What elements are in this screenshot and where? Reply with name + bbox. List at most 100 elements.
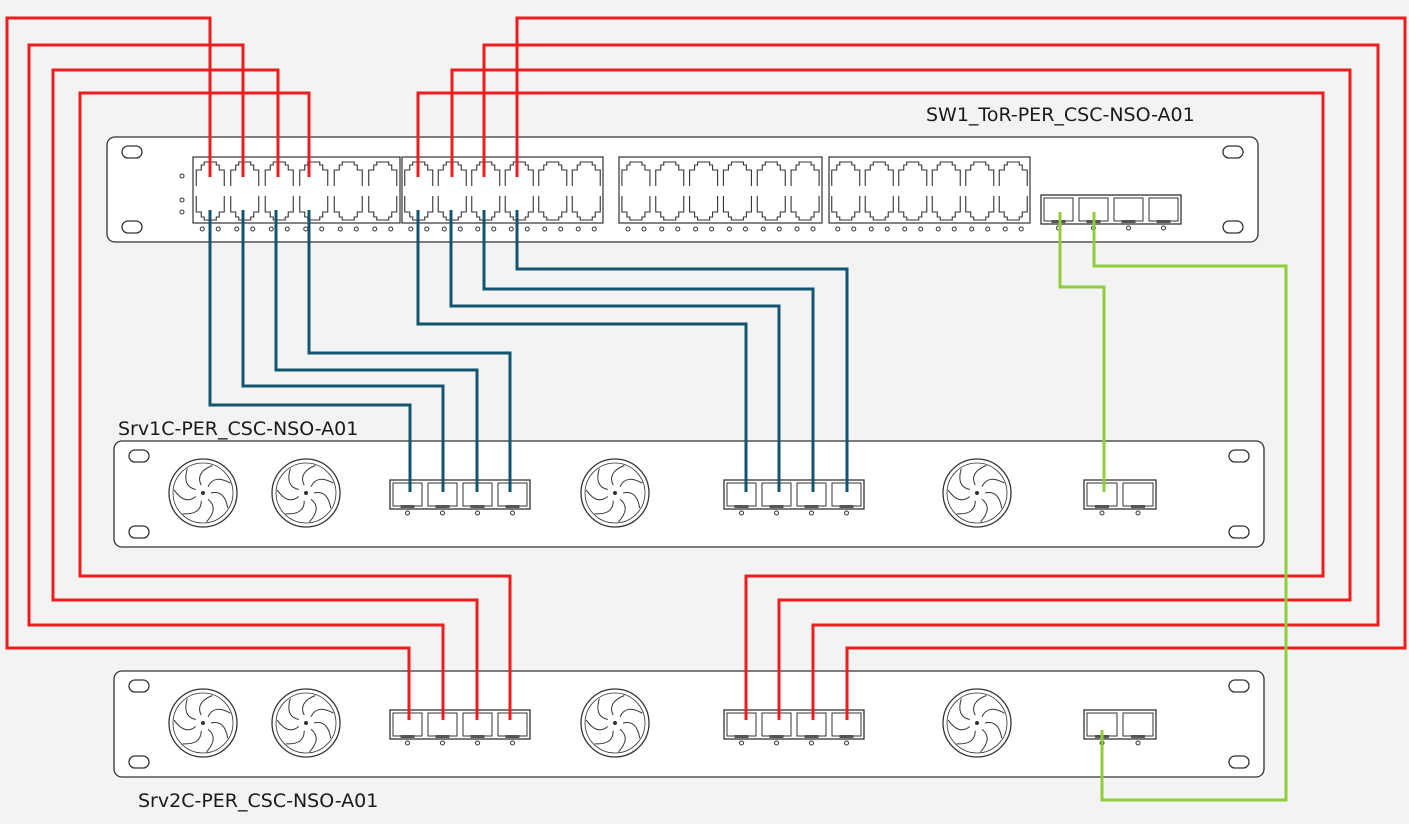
fan-hub	[975, 491, 979, 495]
sfp-led	[774, 510, 779, 516]
server1-label: Srv1C-PER_CSC-NSO-A01	[118, 418, 359, 440]
sfp-led	[405, 740, 410, 746]
sfp-latch	[505, 505, 520, 508]
switch-port-group	[192, 156, 401, 232]
sfp-led	[844, 740, 849, 746]
switch-port-group	[618, 156, 823, 232]
sfp-latch	[400, 735, 415, 738]
sfp-led	[739, 740, 744, 746]
fan-inner-ring	[172, 462, 234, 524]
port-led	[542, 226, 548, 232]
fan-blade	[597, 698, 608, 721]
sfp-latch	[804, 505, 819, 508]
rj45-port	[998, 161, 1028, 186]
fan-blade	[622, 722, 641, 739]
sfp-latch	[435, 735, 450, 738]
fan-blade	[980, 728, 988, 753]
sfp-led	[440, 740, 445, 746]
blue-cable	[416, 210, 748, 492]
fan-blade	[981, 708, 1005, 717]
rj45-port	[621, 196, 651, 221]
status-led	[179, 173, 185, 179]
rack-ear-hole	[128, 679, 150, 693]
port-led	[558, 226, 564, 232]
fan-blade	[594, 500, 614, 515]
sfp-latch	[769, 505, 784, 508]
rj45-port	[965, 161, 995, 186]
sfp-latch	[839, 505, 854, 508]
rj45-port	[621, 161, 651, 186]
sfp-latch	[804, 735, 819, 738]
fan-icon	[942, 688, 1012, 758]
fan-blade	[622, 492, 641, 509]
sfp-led	[1126, 225, 1131, 231]
sfp-led	[475, 510, 480, 516]
port-led	[851, 226, 857, 232]
rack-ear-hole	[121, 145, 143, 159]
port-led	[372, 226, 378, 232]
rj45-port	[368, 161, 398, 186]
fan-blade	[959, 698, 970, 721]
rj45-port	[689, 161, 719, 186]
fan-inner-ring	[172, 692, 234, 754]
fan-blade	[199, 695, 213, 716]
fan-blade	[618, 728, 626, 753]
rj45-port	[230, 161, 260, 186]
port-group-frame	[828, 156, 1031, 224]
sfp-latch	[1095, 505, 1109, 508]
port-led	[835, 226, 841, 232]
port-led	[215, 226, 221, 232]
rack-ear-hole	[121, 220, 143, 234]
port-led	[1002, 226, 1008, 232]
rack-ear-hole	[128, 525, 150, 539]
fan-blade	[619, 478, 643, 487]
fan-blade	[947, 719, 971, 731]
fan-blade	[288, 698, 299, 721]
server2-label: Srv2C-PER_CSC-NSO-A01	[138, 790, 379, 812]
rj45-port	[333, 196, 363, 221]
port-led	[353, 226, 359, 232]
fan-blade	[973, 695, 987, 716]
fan-blade	[956, 730, 976, 745]
sfp-led	[475, 740, 480, 746]
port-group-frame	[401, 156, 604, 224]
fan-blade	[980, 498, 988, 523]
port-led	[575, 226, 581, 232]
devices-layer	[106, 136, 1265, 778]
port-led	[985, 226, 991, 232]
port-led	[742, 226, 748, 232]
sfp-latch	[769, 735, 784, 738]
fan-hub	[201, 491, 205, 495]
port-led	[641, 226, 647, 232]
fan-icon	[271, 688, 341, 758]
switch-port-group	[828, 156, 1031, 232]
fan-blade	[984, 722, 1003, 739]
port-led	[776, 226, 782, 232]
fan-blade	[173, 719, 197, 731]
port-led	[457, 226, 463, 232]
blue-cable	[449, 210, 781, 492]
rj45-port	[230, 196, 260, 221]
rj45-port	[571, 196, 601, 221]
server-port-block-a-frame	[389, 709, 531, 740]
blue-cable	[307, 210, 512, 492]
sfp-led	[1135, 510, 1141, 516]
rack-ear-hole	[1222, 145, 1244, 159]
cables-layer	[5, 16, 1407, 802]
sfp-latch	[734, 735, 749, 738]
fan-blade	[276, 489, 300, 501]
fan-blade	[310, 708, 334, 717]
sfp-latch	[1131, 735, 1145, 738]
fan-inner-ring	[946, 692, 1008, 754]
fan-blade	[619, 708, 643, 717]
port-led	[625, 226, 631, 232]
sfp-led	[510, 510, 515, 516]
fan-icon	[580, 688, 650, 758]
fan-blade	[302, 465, 316, 486]
port-group-frame	[192, 156, 401, 224]
fan-inner-ring	[584, 692, 646, 754]
rj45-port	[722, 196, 752, 221]
status-led	[179, 209, 185, 215]
sfp-led	[844, 510, 849, 516]
